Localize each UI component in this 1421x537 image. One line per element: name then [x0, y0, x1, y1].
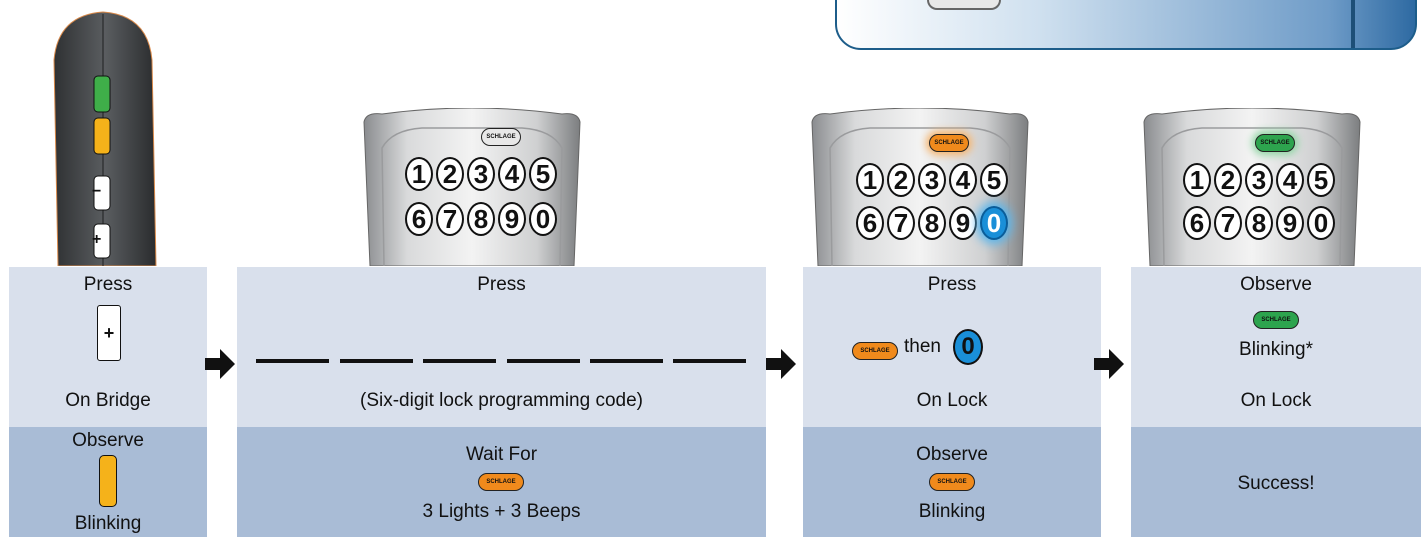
step-2-wait: Wait For [465, 444, 538, 465]
schlage-logo-lit: SCHLAGE [929, 134, 969, 152]
arrow-right-icon [766, 349, 796, 379]
key-0: 0 [529, 202, 557, 236]
bridge-minus-label: − [92, 183, 102, 200]
key-2: 2 [436, 157, 464, 191]
zero-key-icon: 0 [953, 329, 983, 365]
key-3: 3 [1245, 163, 1273, 197]
keypad-row-2: 6 7 8 9 0 [405, 202, 557, 236]
step-2-result: 3 Lights + 3 Beeps [422, 501, 581, 522]
key-7: 7 [436, 202, 464, 236]
bridge-device-illustration [53, 11, 157, 266]
key-4: 4 [1276, 163, 1304, 197]
step-1-observe: Observe [72, 430, 144, 451]
amber-led-icon [99, 455, 117, 507]
arrow-right-icon [1094, 349, 1124, 379]
schlage-logo-green-icon: SCHLAGE [1253, 308, 1299, 329]
keypad-row-1: 1 2 3 4 5 [856, 163, 1008, 197]
code-slot-5 [590, 359, 663, 363]
key-6: 6 [405, 202, 433, 236]
step-3-action: Press [927, 274, 977, 295]
zero-key-label: 0 [961, 333, 975, 360]
key-8: 8 [918, 206, 946, 240]
step-3-location: On Lock [916, 390, 988, 411]
top-banner [835, 0, 1417, 50]
step-4-location: On Lock [1240, 390, 1312, 411]
step-4-status: Blinking* [1239, 339, 1313, 360]
step-1-result: Blinking [74, 513, 142, 534]
key-7: 7 [1214, 206, 1242, 240]
schlage-logo-text: SCHLAGE [852, 342, 898, 360]
key-9: 9 [1276, 206, 1304, 240]
keypad-row-1: 1 2 3 4 5 [405, 157, 557, 191]
key-3: 3 [467, 157, 495, 191]
step-3-instruction-panel: Press SCHLAGE then 0 On Lock [803, 267, 1101, 427]
banner-divider [1351, 0, 1355, 48]
code-slot-3 [423, 359, 496, 363]
schlage-logo-text: SCHLAGE [929, 473, 975, 491]
key-9: 9 [949, 206, 977, 240]
keypad-row-2: 6 7 8 9 0 [856, 206, 1008, 240]
schlage-logo-orange-icon: SCHLAGE [929, 470, 975, 491]
key-4: 4 [498, 157, 526, 191]
step-1-location: On Bridge [65, 390, 151, 411]
key-8: 8 [467, 202, 495, 236]
schlage-logo-text: SCHLAGE [1253, 311, 1299, 329]
step-3-result: Blinking [918, 501, 986, 522]
schlage-logo-orange-icon: SCHLAGE [852, 339, 898, 360]
plus-symbol: + [103, 322, 115, 343]
key-5: 5 [1307, 163, 1335, 197]
code-slot-6 [673, 359, 746, 363]
key-0-highlighted: 0 [980, 206, 1008, 240]
keypad-row-2: 6 7 8 9 0 [1183, 206, 1335, 240]
code-slot-4 [507, 359, 580, 363]
key-2: 2 [887, 163, 915, 197]
key-1: 1 [405, 157, 433, 191]
step-4-action: Observe [1240, 274, 1312, 295]
step-1-action: Press [83, 274, 133, 295]
plus-button-icon: + [97, 305, 121, 361]
bridge-plus-label: + [92, 231, 102, 248]
step-4-result: Success! [1237, 473, 1315, 494]
key-0: 0 [1307, 206, 1335, 240]
key-6: 6 [1183, 206, 1211, 240]
schlage-logo: SCHLAGE [481, 128, 521, 146]
step-2-result-panel: Wait For SCHLAGE 3 Lights + 3 Beeps [237, 427, 766, 537]
hand-illustration [927, 0, 1001, 10]
key-1: 1 [856, 163, 884, 197]
key-5: 5 [980, 163, 1008, 197]
schlage-logo-lit-green: SCHLAGE [1255, 134, 1295, 152]
step-1-instruction-panel: Press + On Bridge [9, 267, 207, 427]
step-4-instruction-panel: Observe SCHLAGE Blinking* On Lock [1131, 267, 1421, 427]
then-label: then [904, 336, 941, 357]
key-2: 2 [1214, 163, 1242, 197]
key-4: 4 [949, 163, 977, 197]
step-2-code-hint: (Six-digit lock programming code) [360, 390, 643, 411]
step-2-action: Press [477, 274, 526, 295]
keypad-row-1: 1 2 3 4 5 [1183, 163, 1335, 197]
step-3-result-panel: Observe SCHLAGE Blinking [803, 427, 1101, 537]
step-2-instruction-panel: Press (Six-digit lock programming code) [237, 267, 766, 427]
step-3-observe: Observe [916, 444, 988, 465]
key-7: 7 [887, 206, 915, 240]
code-slot-2 [340, 359, 413, 363]
key-8: 8 [1245, 206, 1273, 240]
key-3: 3 [918, 163, 946, 197]
key-6: 6 [856, 206, 884, 240]
step-1-result-panel: Observe Blinking [9, 427, 207, 537]
step-4-result-panel: Success! [1131, 427, 1421, 537]
schlage-logo-text: SCHLAGE [478, 473, 524, 491]
code-slot-1 [256, 359, 329, 363]
arrow-right-icon [205, 349, 235, 379]
key-9: 9 [498, 202, 526, 236]
key-1: 1 [1183, 163, 1211, 197]
schlage-logo-orange-icon: SCHLAGE [478, 470, 524, 491]
key-5: 5 [529, 157, 557, 191]
